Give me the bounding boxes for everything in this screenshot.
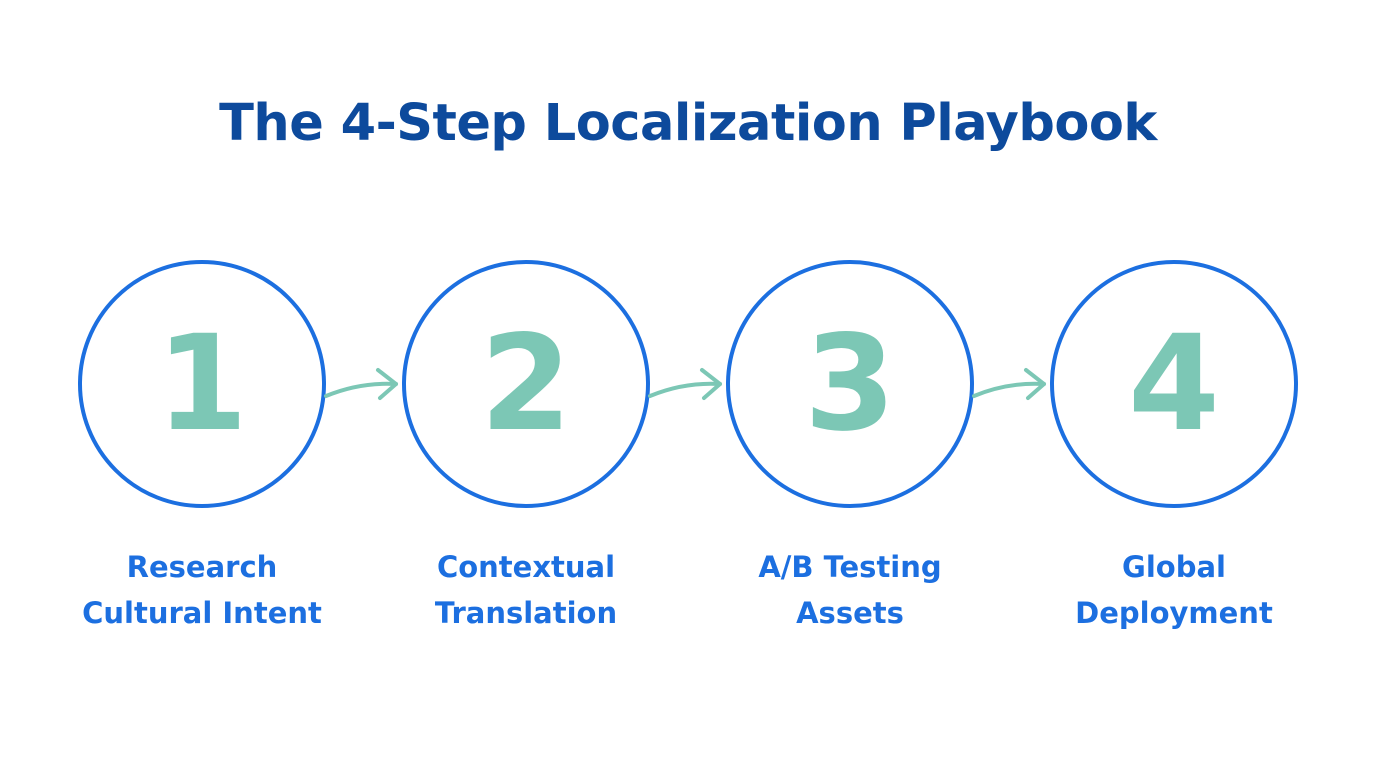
- step-1-circle: 1: [78, 260, 326, 508]
- step-2-circle: 2: [402, 260, 650, 508]
- step-4-label-line-1: Global: [1122, 550, 1226, 584]
- step-3-label: A/B Testing Assets: [690, 544, 1010, 636]
- arrow-2-to-3-icon: [648, 368, 722, 400]
- step-4-label-line-2: Deployment: [1075, 596, 1273, 630]
- arrow-1-to-2-icon: [324, 368, 398, 400]
- step-1-label: Research Cultural Intent: [42, 544, 362, 636]
- step-4-circle: 4: [1050, 260, 1298, 508]
- step-4-label: Global Deployment: [1014, 544, 1334, 636]
- step-2-label: Contextual Translation: [366, 544, 686, 636]
- diagram-title: The 4-Step Localization Playbook: [219, 94, 1157, 153]
- step-3-number: 3: [804, 307, 896, 461]
- step-2-label-line-2: Translation: [434, 596, 618, 630]
- step-2-number: 2: [480, 307, 572, 461]
- step-1-number: 1: [156, 307, 248, 461]
- arrow-3-to-4-icon: [972, 368, 1046, 400]
- step-1-label-line-1: Research: [126, 550, 278, 584]
- step-3-circle: 3: [726, 260, 974, 508]
- step-3-label-line-2: Assets: [796, 596, 904, 630]
- step-2-label-line-1: Contextual: [436, 550, 616, 584]
- step-4-number: 4: [1128, 307, 1220, 461]
- step-3-label-line-1: A/B Testing: [758, 550, 942, 584]
- step-1-label-line-2: Cultural Intent: [82, 596, 322, 630]
